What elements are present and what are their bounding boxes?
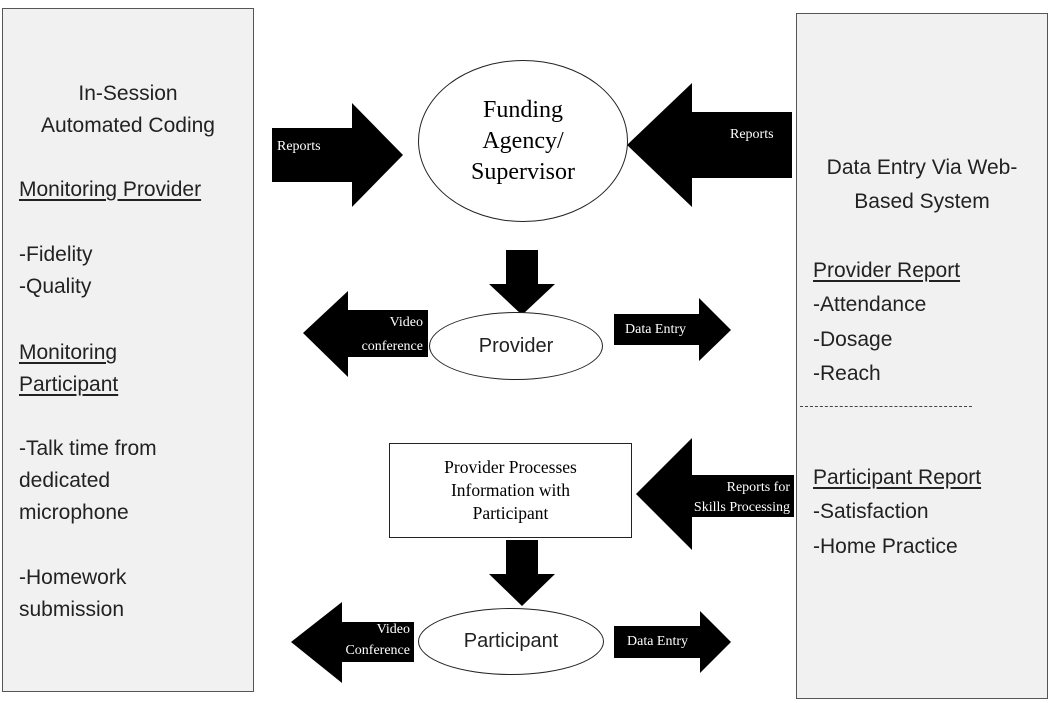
fidelity-item: -Fidelity [19,243,93,266]
video-conference-participant-line2: Conference [345,643,410,658]
talk-time-line1: -Talk time from [19,437,157,460]
reports-arrow-left [627,83,792,207]
video-conference-arrow-provider [303,291,428,377]
video-conference-provider-line2: conference [361,339,423,354]
section-divider [800,406,972,407]
right-panel-web-data-entry [796,13,1048,699]
process-line3: Participant [472,503,549,523]
quality-item: -Quality [19,275,92,298]
skills-label-line2: Skills Processing [693,500,790,515]
process-line2: Information with [450,480,571,500]
participant-report-heading: Participant Report [813,466,982,489]
funding-agency-node: Funding Agency/ Supervisor [418,60,628,222]
provider-processes-box: Provider Processes Information with Part… [389,443,632,538]
funding-line1: Funding [482,96,563,123]
monitoring-participant-heading-line1: Monitoring [19,341,118,364]
reach-item: -Reach [813,362,881,385]
talk-time-line2: dedicated [19,469,111,492]
monitoring-provider-heading: Monitoring Provider [19,178,202,201]
reports-label-right: Reports [730,127,774,142]
data-entry-arrow-participant [614,611,731,673]
participant-label: Participant [463,630,559,652]
video-conference-participant-line1: Video [376,622,410,637]
provider-node: Provider [429,312,603,380]
monitoring-participant-heading-line2: Participant [19,373,119,396]
right-title-line1: Data Entry Via Web- [826,156,1018,179]
reports-arrow-right [272,103,403,207]
attendance-item: -Attendance [813,293,927,316]
video-conference-arrow-participant [291,602,414,683]
skills-processing-arrow [636,438,794,550]
video-conference-provider-line1: Video [389,315,423,330]
down-arrow-to-provider [489,250,555,315]
provider-label: Provider [478,334,554,357]
satisfaction-item: -Satisfaction [813,500,929,523]
talk-time-line3: microphone [19,501,129,524]
skills-label-line1: Reports for [726,480,790,495]
down-arrow-to-participant [489,540,555,606]
left-panel-automated-coding [2,8,254,692]
dosage-item: -Dosage [813,328,893,351]
right-title-line2: Based System [854,190,990,213]
data-entry-label-participant: Data Entry [627,634,689,649]
homework-line2: submission [19,598,125,621]
left-title-line2: Automated Coding [41,114,215,137]
data-entry-label-provider: Data Entry [625,322,687,337]
process-line1: Provider Processes [444,457,577,477]
data-entry-arrow-provider [614,298,731,361]
home-practice-item: -Home Practice [813,535,958,558]
reports-label-left: Reports [277,139,321,154]
homework-line1: -Homework [19,566,127,589]
funding-line3: Supervisor [471,158,575,185]
funding-line2: Agency/ [482,127,564,154]
provider-report-heading: Provider Report [813,259,961,282]
left-title-line1: In-Session [78,82,178,105]
participant-node: Participant [418,608,604,675]
